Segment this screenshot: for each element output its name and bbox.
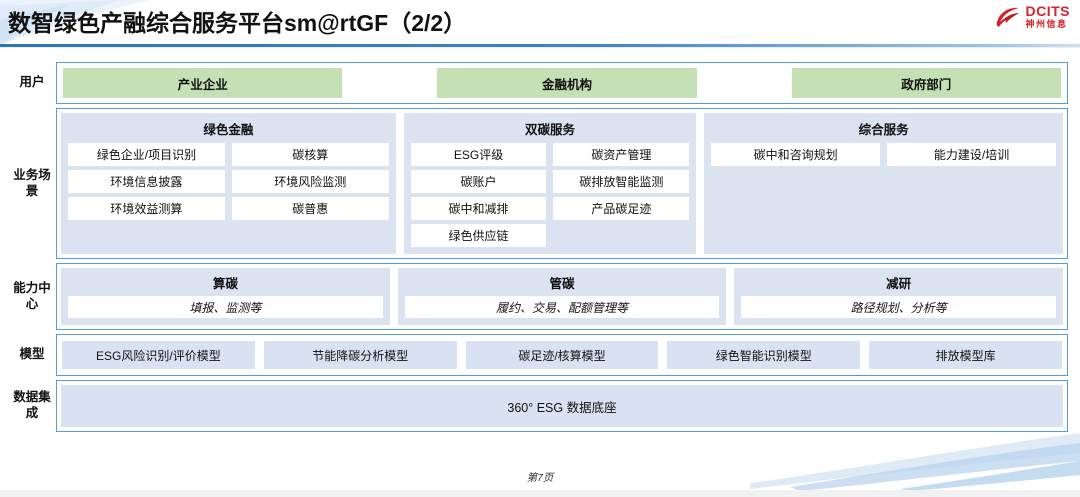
data-foundation-bar[interactable]: 360° ESG 数据底座: [61, 385, 1063, 427]
business-item[interactable]: 环境信息披露: [68, 170, 225, 193]
row-model: 模型 ESG风险识别/评价模型 节能降碳分析模型 碳足迹/核算模型 绿色智能识别…: [8, 334, 1068, 376]
business-item[interactable]: 碳资产管理: [553, 143, 690, 166]
business-group-items: 绿色企业/项目识别 碳核算 环境信息披露 环境风险监测 环境效益测算 碳普惠: [68, 143, 389, 220]
business-item[interactable]: 碳中和咨询规划: [711, 143, 881, 166]
row-body-capability-center: 算碳 填报、监测等 管碳 履约、交易、配额管理等 减研 路径规划、分析等: [56, 263, 1068, 330]
row-label-capability-center: 能力中心: [13, 280, 51, 311]
business-item[interactable]: 绿色企业/项目识别: [68, 143, 225, 166]
header-rule: [0, 44, 1080, 47]
business-item-line: ESG评级 碳资产管理: [410, 143, 690, 166]
page-title: 数智绿色产融综合服务平台sm@rtGF（2/2）: [8, 10, 467, 36]
business-group-items: ESG评级 碳资产管理 碳账户 碳排放智能监测 碳中和减排 产品碳足迹: [410, 143, 690, 247]
business-item-line: 碳中和减排 产品碳足迹: [410, 197, 690, 220]
business-item-line: 环境效益测算 碳普惠: [68, 197, 389, 220]
capability-group-subtitle: 填报、监测等: [68, 296, 383, 318]
business-group-title: 双碳服务: [524, 123, 575, 137]
capability-group-carbon-management[interactable]: 管碳 履约、交易、配额管理等: [397, 268, 727, 325]
dcits-swoosh-icon: [995, 6, 1021, 28]
capability-group-subtitle: 路径规划、分析等: [741, 296, 1057, 318]
capability-group-title: 管碳: [549, 277, 575, 291]
row-body-model: ESG风险识别/评价模型 节能降碳分析模型 碳足迹/核算模型 绿色智能识别模型 …: [56, 334, 1068, 376]
business-group-comprehensive: 综合服务 碳中和咨询规划 能力建设/培训: [704, 113, 1063, 254]
row-body-data-integration: 360° ESG 数据底座: [56, 380, 1068, 432]
business-item-placeholder: [553, 224, 689, 247]
capability-group-subtitle: 履约、交易、配额管理等: [404, 296, 720, 318]
logo-text-en: DCITS: [1025, 3, 1070, 19]
business-group-green-finance: 绿色金融 绿色企业/项目识别 碳核算 环境信息披露 环境风险监测: [61, 113, 396, 254]
business-item-line: 碳中和咨询规划 能力建设/培训: [711, 143, 1057, 166]
user-item-financial[interactable]: 金融机构: [437, 68, 697, 98]
row-body-user: 产业企业 金融机构 政府部门: [56, 62, 1068, 104]
model-strip: ESG风险识别/评价模型 节能降碳分析模型 碳足迹/核算模型 绿色智能识别模型 …: [61, 339, 1063, 371]
row-body-business-scenario: 绿色金融 绿色企业/项目识别 碳核算 环境信息披露 环境风险监测: [56, 108, 1068, 259]
business-item[interactable]: 碳核算: [231, 143, 389, 166]
business-item[interactable]: 碳中和减排: [410, 197, 547, 220]
user-item-government[interactable]: 政府部门: [791, 68, 1061, 98]
business-group-title: 绿色金融: [203, 123, 254, 137]
business-item[interactable]: 环境效益测算: [68, 197, 225, 220]
business-item[interactable]: 绿色供应链: [410, 224, 547, 247]
business-item-line: 绿色企业/项目识别 碳核算: [68, 143, 389, 166]
business-item[interactable]: 碳排放智能监测: [553, 170, 690, 193]
business-group-title: 综合服务: [858, 123, 909, 137]
capability-groups: 算碳 填报、监测等 管碳 履约、交易、配额管理等 减研 路径规划、分析等: [61, 268, 1064, 325]
model-item-energy-saving[interactable]: 节能降碳分析模型: [263, 341, 457, 369]
footer-band: [0, 490, 1080, 497]
capability-group-title: 算碳: [212, 277, 238, 291]
user-item-industry[interactable]: 产业企业: [63, 68, 343, 98]
business-group-items: 碳中和咨询规划 能力建设/培训: [711, 143, 1057, 166]
business-item-line: 绿色供应链: [410, 224, 690, 247]
business-item-line: 环境信息披露 环境风险监测: [68, 170, 389, 193]
model-item-carbon-footprint[interactable]: 碳足迹/核算模型: [465, 341, 659, 369]
business-item[interactable]: 碳账户: [410, 170, 547, 193]
business-groups: 绿色金融 绿色企业/项目识别 碳核算 环境信息披露 环境风险监测: [61, 113, 1063, 254]
row-label-data-integration: 数据集成: [13, 390, 51, 420]
architecture-grid: 用户 产业企业 金融机构 政府部门 业务场景 绿色金融 绿色企业: [8, 62, 1068, 436]
model-item-emission-library[interactable]: 排放模型库: [869, 341, 1062, 369]
business-item[interactable]: 能力建设/培训: [887, 143, 1057, 166]
footer-page-number: 第7页: [526, 472, 554, 484]
business-item[interactable]: 产品碳足迹: [553, 197, 690, 220]
logo-text: DCITS 神州信息: [1026, 4, 1071, 29]
capability-group-title: 减研: [886, 277, 912, 291]
model-item-green-recognition[interactable]: 绿色智能识别模型: [667, 341, 861, 369]
logo-text-cn: 神州信息: [1025, 19, 1068, 29]
user-strip: 产业企业 金融机构 政府部门: [63, 68, 1061, 98]
row-user: 用户 产业企业 金融机构 政府部门: [8, 62, 1068, 104]
capability-group-reduction-research[interactable]: 减研 路径规划、分析等: [734, 268, 1064, 325]
model-item-esg-risk[interactable]: ESG风险识别/评价模型: [62, 341, 255, 369]
business-item[interactable]: 环境风险监测: [231, 170, 389, 193]
row-capability-center: 能力中心 算碳 填报、监测等 管碳 履约、交易、配额管理等 减研 路径规划、分析…: [8, 263, 1068, 330]
row-label-model: 模型: [19, 347, 45, 362]
business-group-dual-carbon: 双碳服务 ESG评级 碳资产管理 碳账户 碳排放智能监测 碳中和: [403, 113, 697, 254]
brand-logo: DCITS 神州信息: [995, 4, 1071, 29]
row-data-integration: 数据集成 360° ESG 数据底座: [8, 380, 1068, 432]
row-label-user: 用户: [19, 75, 45, 90]
business-item-line: 碳账户 碳排放智能监测: [410, 170, 690, 193]
row-label-business-scenario: 业务场景: [13, 167, 51, 198]
capability-group-carbon-accounting[interactable]: 算碳 填报、监测等: [61, 268, 390, 325]
business-item[interactable]: 碳普惠: [231, 197, 389, 220]
row-business-scenario: 业务场景 绿色金融 绿色企业/项目识别 碳核算 环境信息披露 环境风险监测: [8, 108, 1068, 259]
header-rule-soft: [0, 47, 1080, 48]
business-item[interactable]: ESG评级: [410, 143, 547, 166]
